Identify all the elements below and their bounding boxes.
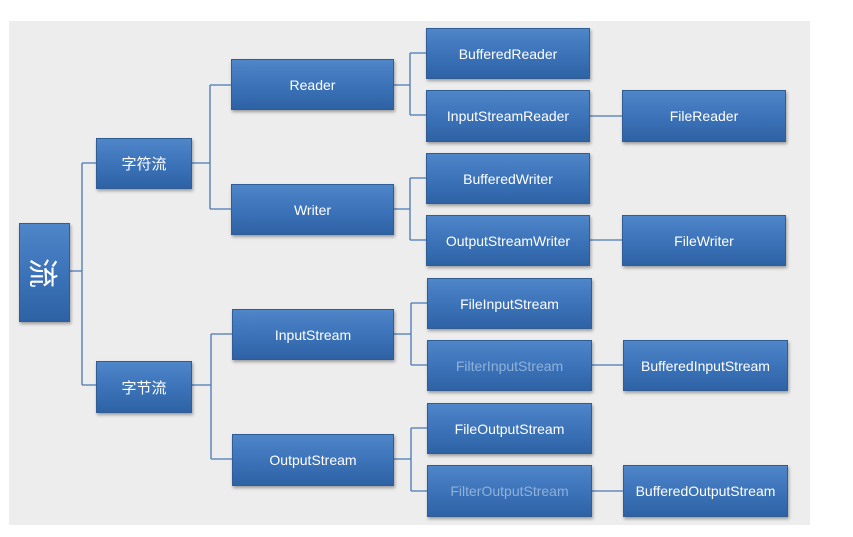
node-buffered-writer: BufferedWriter	[426, 153, 590, 204]
connector-output-stream	[394, 427, 427, 492]
node-writer: Writer	[231, 184, 394, 235]
connector-byte-stream	[192, 333, 232, 460]
connector-writer	[394, 177, 426, 241]
node-file-input-stream: FileInputStream	[427, 278, 592, 329]
node-buffered-input-stream: BufferedInputStream	[623, 340, 788, 391]
node-buffered-output-stream: BufferedOutputStream	[623, 465, 788, 517]
connector-char-stream	[192, 84, 231, 210]
node-character-stream: 字符流	[96, 138, 192, 189]
node-buffered-reader: BufferedReader	[426, 28, 590, 79]
node-file-writer: FileWriter	[622, 215, 786, 266]
connector-reader	[394, 52, 426, 116]
node-file-output-stream: FileOutputStream	[427, 403, 592, 454]
node-filter-input-stream: FilterInputStream	[427, 340, 592, 391]
node-stream-root: 流	[19, 223, 70, 322]
node-input-stream-reader: InputStreamReader	[426, 90, 590, 142]
node-input-stream: InputStream	[232, 309, 394, 360]
node-output-stream-writer: OutputStreamWriter	[426, 215, 590, 266]
node-byte-stream: 字节流	[96, 361, 192, 413]
node-reader: Reader	[231, 59, 394, 110]
node-stream-root-label: 流	[23, 257, 59, 288]
connector-root	[70, 162, 96, 386]
node-output-stream: OutputStream	[232, 434, 394, 486]
node-file-reader: FileReader	[622, 90, 786, 142]
connector-input-stream	[394, 302, 427, 366]
node-filter-output-stream: FilterOutputStream	[427, 465, 592, 517]
